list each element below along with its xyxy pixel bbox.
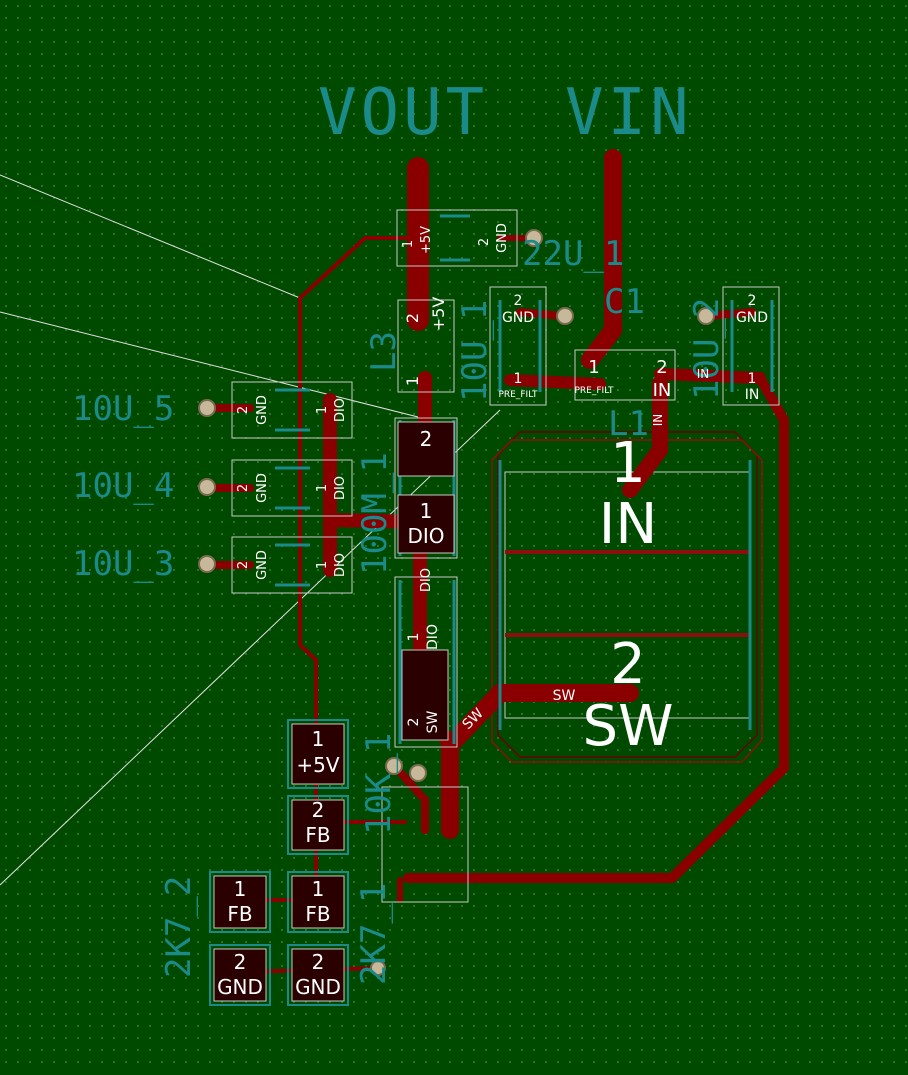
pad-10u3-1-net: DIO <box>333 553 348 577</box>
ref-l1: L1 <box>608 404 649 444</box>
vias <box>198 229 715 976</box>
pad-c1-1-num: 1 <box>588 357 599 378</box>
ref-2k7-1: 2K7_1 <box>354 883 394 985</box>
pad-10k-1-net: +5V <box>296 753 339 777</box>
pad-diode-1-num: 1 <box>406 633 422 642</box>
pad-l1-1-net: IN <box>599 492 657 557</box>
via <box>198 478 216 496</box>
pad-10k-2-num: 2 <box>312 798 325 822</box>
pad-fills <box>213 421 455 1002</box>
pad-2k7-1-2-num: 2 <box>312 950 325 974</box>
pad-2k7-1-2-net: GND <box>295 975 341 999</box>
pad-shapes <box>209 719 349 1006</box>
pad-2k7-1-1-net: FB <box>305 902 330 926</box>
pad-10k-1-num: 1 <box>312 727 325 751</box>
pad-10u4-1-net: DIO <box>333 476 348 500</box>
via <box>409 764 427 782</box>
pad-l3-1-num: 1 <box>403 376 422 386</box>
pad-diode-1-net: DIO <box>425 624 441 650</box>
net-label-vout: VOUT <box>318 76 488 150</box>
via <box>385 757 403 775</box>
pad-10u3-2-net: GND <box>255 550 270 580</box>
pad-10u5-2-num: 2 <box>236 406 251 414</box>
pad-10u1-2-net: GND <box>502 310 534 326</box>
pad-10u4-1-num: 1 <box>315 484 330 492</box>
pad-c1-2-num: 2 <box>656 357 667 378</box>
net-label-vin: VIN <box>565 76 693 150</box>
pad-diode-2-num: 2 <box>406 718 422 727</box>
pad-2k7-2-1-net: FB <box>227 902 252 926</box>
silkscreen-marks <box>275 214 774 744</box>
ref-2k7-2: 2K7_2 <box>159 876 199 978</box>
pad-10k-2-net: FB <box>305 823 330 847</box>
ratsnest <box>0 174 501 886</box>
pad-l1-2-net: SW <box>583 694 674 759</box>
ref-c1: C1 <box>604 282 645 322</box>
pad-100m-2-num: 2 <box>420 427 433 451</box>
ref-10k-1: 10K_1 <box>359 733 399 835</box>
via <box>525 229 543 247</box>
pad-10u5-2-net: GND <box>255 395 270 425</box>
via <box>370 960 386 976</box>
pad-22u-1-net: +5V <box>419 226 434 254</box>
pad-c1-2-net: IN <box>653 380 672 401</box>
pad-10u1-1-net: PRE_FILT <box>499 390 538 400</box>
trace-label-in: IN <box>697 367 710 381</box>
ref-10u-1: 10U_1 <box>455 300 495 402</box>
pad-22u-1-num: 1 <box>401 240 416 248</box>
pad-2k7-1-1-num: 1 <box>312 877 325 901</box>
pad-100m-1-num: 1 <box>420 499 433 523</box>
pad-100m-1-net: DIO <box>407 524 444 548</box>
pad-diode-net-top: DIO <box>419 568 434 592</box>
pad-10u5-1-num: 1 <box>315 406 330 414</box>
trace-label-in-2: IN <box>651 414 665 427</box>
pad-10u3-2-num: 2 <box>236 561 251 569</box>
pad-10u1-1-num: 1 <box>514 371 523 387</box>
ref-10u-5: 10U_5 <box>72 389 174 429</box>
pad-l1-2-num: 2 <box>610 632 646 697</box>
pad-2k7-2-1-num: 1 <box>234 877 247 901</box>
pad-10u5-1-net: DIO <box>333 398 348 422</box>
ref-10u-2: 10U_2 <box>687 298 727 400</box>
pad-10u4-2-num: 2 <box>236 484 251 492</box>
pad-2k7-2-2-num: 2 <box>234 950 247 974</box>
pad-10u2-1-num: 1 <box>748 371 757 387</box>
pad-10u3-1-num: 1 <box>315 561 330 569</box>
pad-22u-2-num: 2 <box>477 238 492 246</box>
ref-22u-1: 22U_1 <box>522 234 624 274</box>
trace-label-sw: SW <box>553 688 576 704</box>
via <box>556 307 574 325</box>
via <box>198 555 216 573</box>
pad-l1-1-num: 1 <box>610 431 646 496</box>
ref-10u-4: 10U_4 <box>72 466 174 506</box>
pad-10u2-1-net: IN <box>745 387 760 403</box>
ref-100m-1: 100M_1 <box>355 452 395 575</box>
via <box>697 307 715 325</box>
pad-22u-2-net: GND <box>495 223 510 253</box>
pad-2k7-2-2-net: GND <box>217 975 263 999</box>
pad-l3-2-num: 2 <box>403 313 422 323</box>
pad-10u2-2-net: GND <box>736 310 768 326</box>
pad-10u1-2-num: 2 <box>514 293 523 309</box>
footprint-outlines <box>231 209 780 903</box>
ref-l3: L3 <box>364 331 404 372</box>
pad-diode-2-net: SW <box>425 710 441 733</box>
pad-10u4-2-net: GND <box>255 473 270 503</box>
pad-10u2-2-num: 2 <box>748 293 757 309</box>
ref-10u-3: 10U_3 <box>72 544 174 584</box>
via <box>198 399 216 417</box>
pad-l3-2-net: +5V <box>429 297 448 332</box>
pad-c1-1-net: PRE_FILT <box>575 386 614 396</box>
